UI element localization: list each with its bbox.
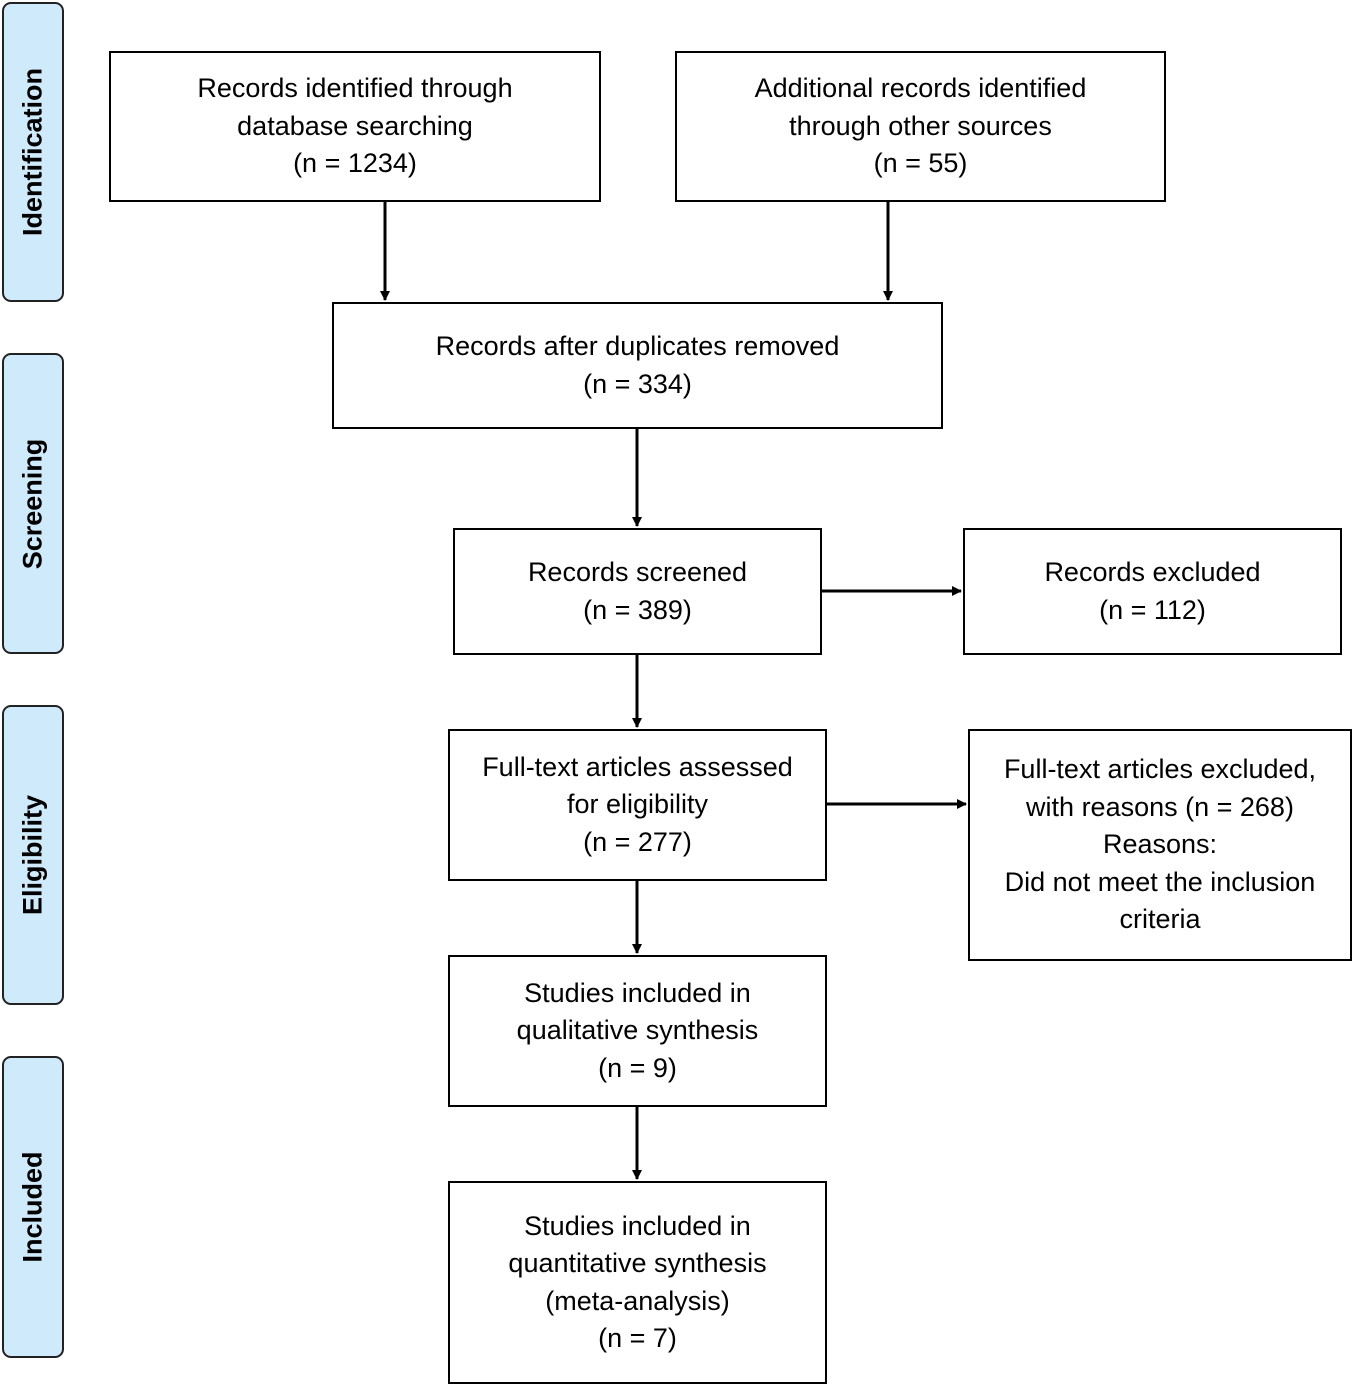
box-quantitative-synthesis: Studies included in quantitative synthes… [448, 1181, 827, 1384]
box-line: (n = 277) [583, 826, 692, 857]
box-database-search: Records identified through database sear… [109, 51, 601, 202]
box-duplicates-removed-text: Records after duplicates removed (n = 33… [436, 328, 840, 403]
box-database-search-text: Records identified through database sear… [197, 70, 512, 183]
box-line: through other sources [789, 110, 1052, 141]
box-fulltext-assessed: Full-text articles assessed for eligibil… [448, 729, 827, 881]
box-line: qualitative synthesis [516, 1015, 759, 1046]
box-line: for eligibility [566, 789, 709, 820]
box-line: (n = 389) [583, 594, 692, 625]
box-line: quantitative synthesis [508, 1248, 767, 1278]
box-line: (n = 334) [583, 368, 692, 399]
box-quantitative-synthesis-text: Studies included in quantitative synthes… [508, 1208, 766, 1358]
box-line: (meta-analysis) [545, 1285, 730, 1316]
box-line: criteria [1119, 904, 1201, 935]
box-line: (n = 112) [1099, 594, 1206, 625]
box-line: Did not meet the inclusion [1004, 866, 1316, 897]
box-screened-text: Records screened (n = 389) [528, 554, 747, 629]
phase-included: Included [2, 1056, 64, 1358]
box-qualitative-synthesis-text: Studies included in qualitative synthesi… [517, 975, 759, 1088]
box-line: (n = 55) [873, 148, 968, 179]
phase-identification: Identification [2, 2, 64, 302]
box-line: Full-text articles assessed [482, 751, 793, 782]
box-line: database searching [237, 110, 473, 141]
box-fulltext-excluded-text: Full-text articles excluded, with reason… [1004, 751, 1316, 939]
box-line: Records after duplicates removed [435, 331, 840, 361]
box-line: Additional records identified [754, 73, 1087, 104]
box-screened: Records screened (n = 389) [453, 528, 822, 655]
box-line: Full-text articles excluded, [1003, 754, 1317, 785]
box-excluded-text: Records excluded (n = 112) [1044, 554, 1260, 629]
box-line: Reasons: [1102, 829, 1218, 860]
box-line: (n = 7) [598, 1323, 677, 1353]
box-line: with reasons (n = 268) [1026, 791, 1294, 822]
box-line: Records identified through [197, 73, 513, 104]
box-fulltext-excluded: Full-text articles excluded, with reason… [968, 729, 1352, 961]
box-line: Studies included in [524, 977, 751, 1008]
box-line: Records screened [527, 557, 748, 587]
box-excluded: Records excluded (n = 112) [963, 528, 1342, 655]
box-other-sources: Additional records identified through ot… [675, 51, 1166, 202]
box-duplicates-removed: Records after duplicates removed (n = 33… [332, 302, 943, 429]
box-other-sources-text: Additional records identified through ot… [755, 70, 1087, 183]
box-fulltext-assessed-text: Full-text articles assessed for eligibil… [482, 749, 793, 862]
box-line: Records excluded [1044, 557, 1261, 587]
phase-screening: Screening [2, 353, 64, 654]
phase-eligibility: Eligibility [2, 705, 64, 1005]
box-line: (n = 9) [598, 1052, 677, 1083]
box-line: Studies included in [524, 1210, 751, 1241]
box-line: (n = 1234) [293, 148, 417, 179]
box-qualitative-synthesis: Studies included in qualitative synthesi… [448, 955, 827, 1107]
